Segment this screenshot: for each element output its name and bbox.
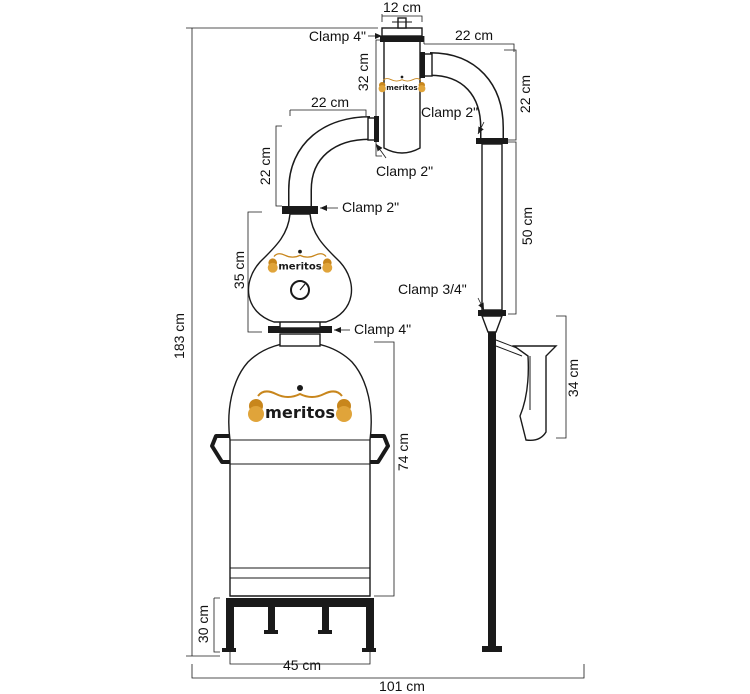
thermometer-gauge — [290, 280, 310, 300]
pot-logo-text: meritos — [265, 403, 335, 422]
pot — [210, 326, 390, 597]
arm-left-height-label: 22 cm — [257, 147, 273, 185]
dimension-lines — [186, 14, 585, 679]
stand-height-label: 30 cm — [195, 605, 211, 643]
total-height-label: 183 cm — [171, 313, 187, 359]
pot-width-label: 45 cm — [283, 657, 321, 673]
clamp-pot-neck-label: Clamp 4" — [354, 321, 411, 337]
arm-right-height-label: 22 cm — [517, 75, 533, 113]
column — [380, 17, 424, 154]
stand — [222, 598, 376, 652]
condenser-height-label: 50 cm — [519, 207, 535, 245]
parrot — [511, 345, 558, 442]
clamp-condenser-bottom-label: Clamp 3/4" — [398, 281, 467, 297]
pot-logo: meritos — [247, 384, 353, 423]
column-logo-text: meritos — [386, 83, 418, 92]
helmet-height-label: 35 cm — [231, 251, 247, 289]
helmet-logo-text: meritos — [278, 262, 321, 273]
clamp-right-elbow-label: Clamp 2" — [421, 104, 478, 120]
left-swan-neck — [288, 116, 379, 206]
clamp-arrows — [320, 33, 485, 333]
total-width-label: 101 cm — [379, 678, 425, 694]
condenser — [476, 138, 523, 652]
clamp-top-label: Clamp 4" — [309, 28, 366, 44]
helmet — [247, 206, 353, 329]
clamp-helmet-neck-label: Clamp 2" — [342, 199, 399, 215]
pot-height-label: 74 cm — [395, 433, 411, 471]
column-logo: meritos — [378, 75, 426, 93]
arm-left-width-label: 22 cm — [311, 94, 349, 110]
top-width-label: 12 cm — [383, 0, 421, 15]
column-height-label: 32 cm — [355, 53, 371, 91]
helmet-logo: meritos — [267, 249, 333, 274]
right-swan-neck — [420, 52, 504, 140]
arm-right-width-label: 22 cm — [455, 27, 493, 43]
clamp-column-bottom-label: Clamp 2" — [376, 163, 433, 179]
parrot-height-label: 34 cm — [565, 359, 581, 397]
